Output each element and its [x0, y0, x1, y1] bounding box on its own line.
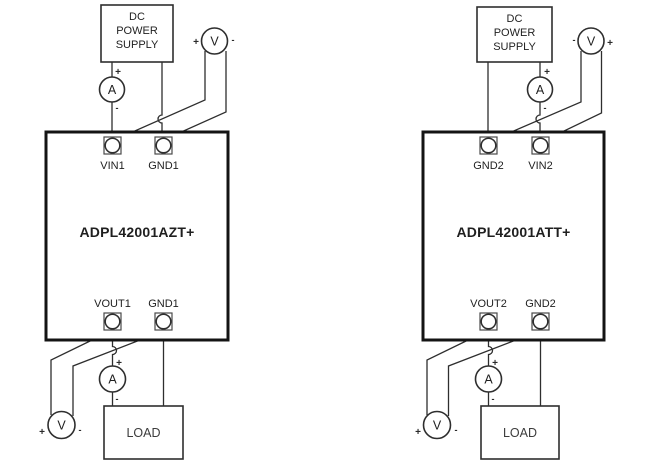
output-ammeter-plus-sign: + [116, 358, 122, 369]
output-ammeter-icon [474, 365, 503, 393]
wire-output-voltmeter-plus-to-vout2 [426, 333, 481, 415]
output-ammeter-icon [98, 365, 127, 393]
wire-output-voltmeter-minus-to-gnd1 [72, 333, 156, 416]
input-ammeter-label: A [536, 83, 545, 97]
output-voltmeter-plus-sign: + [415, 427, 421, 438]
pin-vin1-circle [104, 137, 121, 154]
input-voltmeter-minus-sign: - [573, 35, 576, 45]
wire-input-voltmeter-plus-to-vin2 [550, 51, 603, 139]
pin-vin2-label: VIN2 [528, 160, 552, 172]
pin-gnd1-bottom-label: GND1 [148, 298, 179, 310]
input-voltmeter-icon [577, 27, 605, 55]
input-voltmeter-label: V [587, 35, 596, 49]
output-voltmeter-plus-sign: + [39, 427, 45, 438]
output-voltmeter-label: V [433, 419, 442, 433]
input-ammeter-label: A [108, 83, 117, 97]
input-ammeter-icon [526, 76, 554, 103]
output-voltmeter-icon [422, 410, 452, 440]
pin-gnd2-top-label: GND2 [473, 160, 504, 172]
output-ammeter-minus-sign: - [492, 394, 495, 404]
output-ammeter-plus-sign: + [492, 358, 498, 369]
input-ammeter-icon [98, 76, 126, 103]
module-box [421, 130, 606, 342]
output-ammeter-label: A [108, 373, 117, 387]
pin-gnd1-top-circle [155, 137, 172, 154]
dc-power-supply-label-line1: DC [507, 13, 523, 25]
input-ammeter-plus-sign: + [544, 67, 550, 78]
output-voltmeter-minus-sign: - [79, 425, 82, 435]
dc-power-supply-label-line1: DC [129, 11, 145, 23]
pin-gnd1-top-label: GND1 [148, 160, 179, 172]
pin-vout1-label: VOUT1 [94, 298, 131, 310]
pin-gnd1-bottom-circle [155, 313, 172, 330]
dc-power-supply-label-line3: SUPPLY [493, 41, 536, 53]
output-ammeter-label: A [484, 373, 493, 387]
wire-output-voltmeter-minus-to-gnd2 [447, 333, 532, 416]
diagram-left: DC POWER SUPPLY A + - V + - VIN1 GND1 AD… [39, 4, 235, 460]
input-ammeter-plus-sign: + [115, 67, 121, 78]
output-voltmeter-minus-sign: - [455, 425, 458, 435]
pin-gnd2-bottom-label: GND2 [525, 298, 556, 310]
dc-power-supply-box [476, 6, 553, 63]
output-voltmeter-label: V [57, 419, 66, 433]
module-box [44, 130, 230, 342]
wire-input-voltmeter-minus-to-gnd1 [168, 51, 227, 139]
input-voltmeter-label: V [210, 35, 219, 49]
input-voltmeter-plus-sign: + [607, 38, 613, 49]
input-ammeter-minus-sign: - [544, 103, 547, 113]
wire-supply-to-gnd1-with-hop [157, 62, 163, 137]
module-part-number: ADPL42001AZT+ [79, 224, 194, 240]
pin-vin2-circle [532, 137, 549, 154]
output-ammeter-minus-sign: - [116, 394, 119, 404]
output-voltmeter-icon [47, 410, 76, 440]
pin-vout2-label: VOUT2 [470, 298, 507, 310]
load-label: LOAD [503, 426, 537, 440]
pin-vin1-label: VIN1 [100, 160, 124, 172]
diagram-right: DC POWER SUPPLY A + - V - + GND2 VIN2 AD… [415, 6, 613, 460]
wire-input-voltmeter-minus-to-gnd2 [498, 51, 582, 139]
dc-power-supply-box [100, 4, 174, 63]
wire-vout2-to-output-ammeter-with-hop [487, 330, 494, 367]
load-box [103, 405, 184, 460]
pin-vout1-circle [104, 313, 121, 330]
pin-gnd2-bottom-circle [532, 313, 549, 330]
dc-power-supply-label-line2: POWER [116, 25, 158, 37]
input-voltmeter-icon [200, 27, 229, 55]
pin-gnd2-top-circle [480, 137, 497, 154]
module-part-number: ADPL42001ATT+ [457, 224, 571, 240]
dc-power-supply-label-line2: POWER [494, 27, 536, 39]
input-voltmeter-plus-sign: + [193, 37, 199, 48]
pin-vout2-circle [480, 313, 497, 330]
wire-vout1-to-output-ammeter-with-hop [111, 330, 118, 367]
wire-input-ammeter-to-vin2-with-hop [535, 102, 541, 137]
input-ammeter-minus-sign: - [116, 103, 119, 113]
wire-output-voltmeter-plus-to-vout1 [50, 333, 105, 415]
input-voltmeter-minus-sign: - [232, 35, 235, 45]
dc-power-supply-label-line3: SUPPLY [116, 39, 159, 51]
wire-input-voltmeter-plus-to-vin1 [119, 51, 206, 139]
load-label: LOAD [126, 426, 160, 440]
load-box [480, 405, 560, 460]
